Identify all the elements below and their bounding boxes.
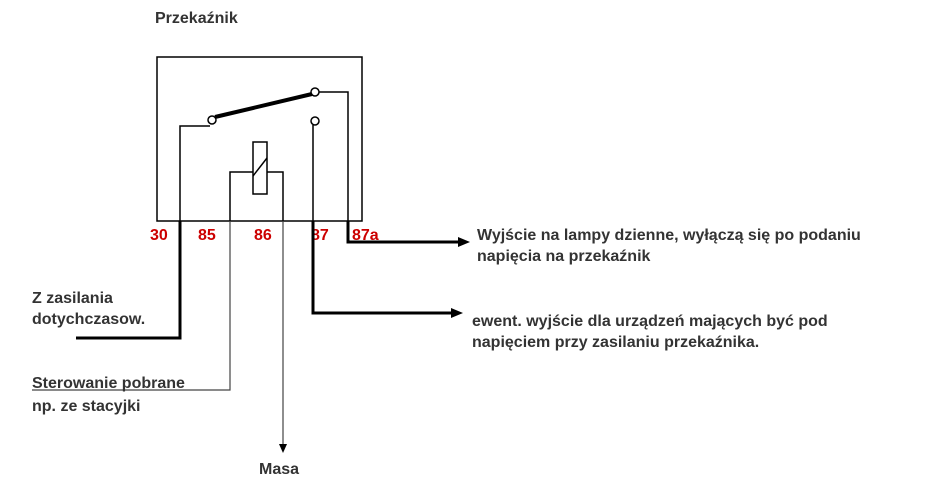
output-87-wire (311, 221, 453, 315)
coil-wire-86 (267, 171, 284, 221)
output-87a-arrowhead (458, 237, 470, 247)
control-label-line1: Sterowanie pobrane (32, 375, 185, 392)
pin-label-87a: 87a (352, 227, 379, 244)
contact-87a (310, 87, 320, 97)
supply-label-line2: dotychczasow. (32, 311, 145, 328)
control-label-line2: np. ze stacyjki (32, 398, 141, 415)
diagram-title: Przekaźnik (155, 10, 238, 27)
pin-label-87: 87 (311, 227, 329, 244)
pin-label-86: 86 (254, 227, 272, 244)
relay-housing (156, 56, 363, 222)
output-87-arrowhead (451, 308, 463, 318)
pin-label-30: 30 (150, 227, 168, 244)
contact-87 (310, 116, 320, 126)
control-wire (32, 221, 231, 391)
output-87a-wire (346, 221, 460, 244)
internal-wire-30 (179, 125, 210, 221)
switch-arm (214, 92, 313, 119)
supply-label-line1: Z zasilania (32, 290, 113, 307)
coil-diagonal (252, 157, 268, 177)
ground-arrowhead (279, 444, 287, 453)
supply-wire (76, 221, 182, 340)
common-contact (207, 115, 217, 125)
output-87-label-line1: ewent. wyjście dla urządzeń mających być… (472, 313, 828, 330)
ground-label: Masa (259, 461, 299, 478)
output-87a-label-line1: Wyjście na lampy dzienne, wyłączą się po… (477, 227, 861, 244)
coil-wire-85 (229, 171, 253, 221)
internal-wire-87a (319, 91, 349, 221)
output-87a-label-line2: napięcia na przekaźnik (477, 248, 651, 265)
pin-label-85: 85 (198, 227, 216, 244)
output-87-label-line2: napięciem przy zasilaniu przekaźnika. (472, 334, 759, 351)
